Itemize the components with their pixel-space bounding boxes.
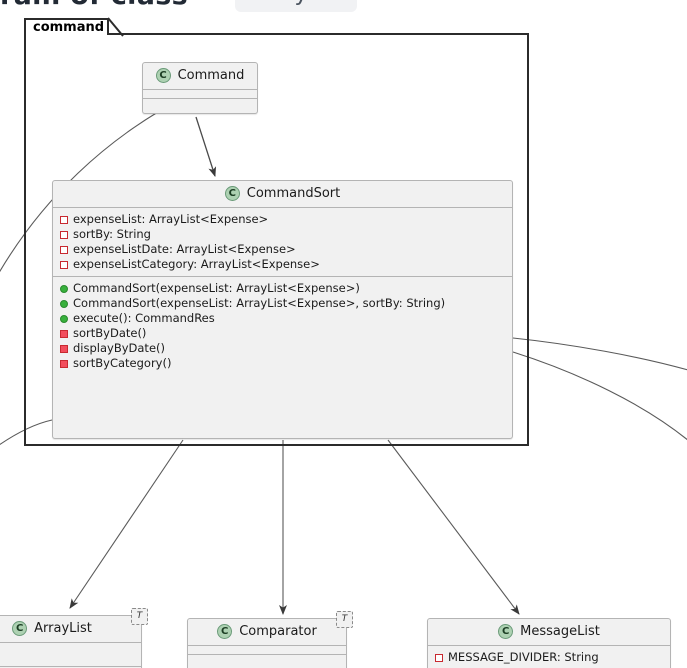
edge-commandsort-to-messagelist [387, 439, 520, 615]
class-commandsort-fields: expenseList: ArrayList<Expense> sortBy: … [53, 208, 512, 277]
field-row: sortBy: String [60, 227, 506, 242]
package-command-tab: command [24, 18, 109, 35]
class-box-comparator[interactable]: C Comparator T [187, 611, 353, 668]
class-stereotype-icon: C [498, 624, 514, 639]
class-comparator-fields [188, 646, 346, 655]
class-stereotype-icon: C [155, 68, 171, 83]
field-row: expenseListCategory: ArrayList<Expense> [60, 257, 506, 272]
cut-off-pill-text: my [272, 0, 308, 6]
public-method-icon [60, 284, 68, 293]
field-label: sortBy: String [73, 227, 151, 241]
class-command-header: C Command [143, 63, 257, 90]
class-box-command[interactable]: C Command [142, 62, 258, 114]
class-stereotype-icon: C [224, 186, 240, 201]
method-row: displayByDate() [60, 341, 506, 356]
class-command-methods [143, 99, 257, 108]
private-field-icon [60, 245, 68, 254]
edge-commandsort-right-out-2 [512, 351, 687, 441]
class-box-commandsort[interactable]: C CommandSort expenseList: ArrayList<Exp… [52, 180, 513, 439]
private-field-icon [60, 230, 68, 239]
class-messagelist-header: C MessageList [428, 619, 670, 646]
method-label: CommandSort(expenseList: ArrayList<Expen… [73, 296, 446, 310]
method-label: sortByCategory() [73, 356, 172, 370]
private-method-icon [60, 344, 68, 353]
method-label: displayByDate() [73, 341, 165, 355]
private-method-icon [60, 359, 68, 368]
field-row: MESSAGE_DIVIDER: String [435, 650, 664, 665]
package-command-frame [24, 33, 529, 446]
field-label: expenseListCategory: ArrayList<Expense> [73, 257, 320, 271]
private-field-icon [60, 260, 68, 269]
private-field-icon [435, 653, 443, 662]
method-row: CommandSort(expenseList: ArrayList<Expen… [60, 296, 506, 311]
method-label: execute(): CommandRes [73, 311, 215, 325]
class-comparator-name: Comparator [239, 624, 317, 639]
class-commandsort-name: CommandSort [246, 186, 341, 201]
cut-off-pill [235, 0, 357, 12]
method-row: execute(): CommandRes [60, 311, 506, 326]
cut-off-heading-text: ram of class [0, 0, 188, 11]
edge-commandsort-to-arraylist [69, 439, 184, 609]
method-label: CommandSort(expenseList: ArrayList<Expen… [73, 281, 360, 295]
private-method-icon [60, 329, 68, 338]
class-comparator-header: C Comparator [188, 619, 346, 646]
field-row: expenseList: ArrayList<Expense> [60, 212, 506, 227]
class-arraylist-header: C ArrayList [0, 616, 141, 643]
field-row: t [0, 647, 135, 662]
class-messagelist-fields: MESSAGE_DIVIDER: String [428, 646, 670, 668]
public-method-icon [60, 314, 68, 323]
field-label: expenseList: ArrayList<Expense> [73, 212, 269, 226]
cut-off-page-heading: ram of class my [0, 0, 687, 14]
method-label: sortByDate() [73, 326, 147, 340]
type-parameter-badge: T [336, 611, 353, 628]
class-box-messagelist[interactable]: C MessageList MESSAGE_DIVIDER: String [427, 618, 671, 668]
class-arraylist-name: ArrayList [34, 621, 92, 636]
field-label: MESSAGE_DIVIDER: String [448, 650, 599, 664]
class-command-name: Command [177, 68, 245, 83]
class-arraylist-fields: t [0, 643, 141, 667]
method-row: CommandSort(expenseList: ArrayList<Expen… [60, 281, 506, 296]
class-messagelist-name: MessageList [520, 624, 600, 639]
class-box-arraylist[interactable]: C ArrayList t T [0, 608, 148, 668]
method-row: sortByDate() [60, 326, 506, 341]
field-row: expenseListDate: ArrayList<Expense> [60, 242, 506, 257]
field-label: expenseListDate: ArrayList<Expense> [73, 242, 296, 256]
edge-commandsort-right-out-1 [512, 337, 687, 371]
class-commandsort-methods: CommandSort(expenseList: ArrayList<Expen… [53, 277, 512, 375]
package-command-label: command [33, 20, 105, 35]
method-row: sortByCategory() [60, 356, 506, 371]
private-field-icon [60, 215, 68, 224]
class-stereotype-icon: C [12, 621, 28, 636]
class-command-fields [143, 90, 257, 99]
public-method-icon [60, 299, 68, 308]
class-commandsort-header: C CommandSort [53, 181, 512, 208]
type-parameter-badge: T [131, 608, 148, 625]
class-stereotype-icon: C [217, 624, 233, 639]
